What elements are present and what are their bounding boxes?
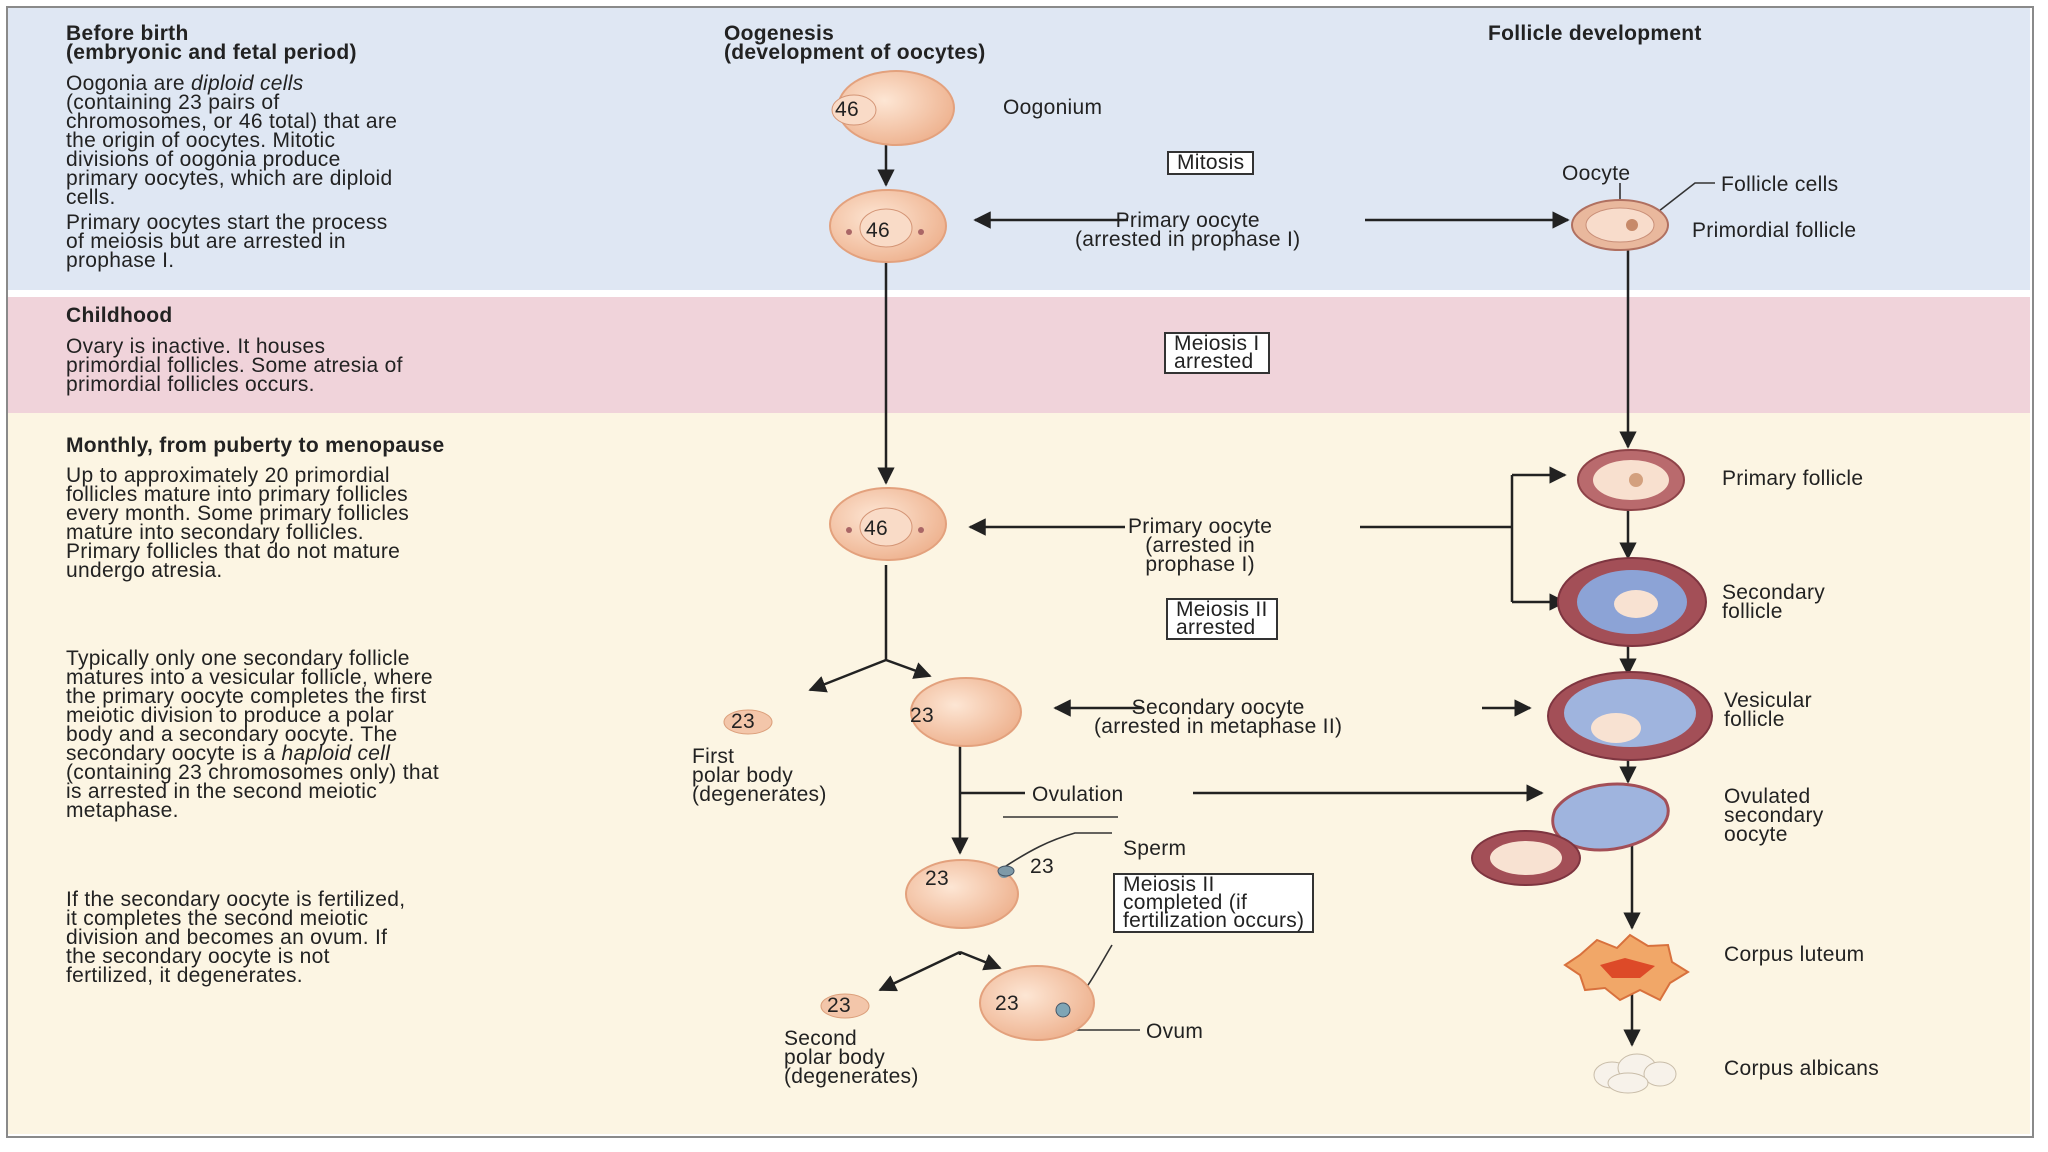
label-secondary-follicle: Secondary follicle: [1722, 581, 1826, 623]
label-primordial-follicle: Primordial follicle: [1692, 219, 1857, 242]
puberty-paragraph-1: Up to approximately 20 primordial follic…: [66, 464, 410, 582]
box-meiosis-1-arrested: Meiosis I arrested: [1164, 332, 1270, 374]
puberty-p2-text-b: (containing 23 chromosomes only) that is…: [66, 761, 439, 822]
heading-childhood: Childhood: [66, 304, 173, 327]
num-ovum: 23: [995, 992, 1019, 1015]
sperm-icon: [997, 865, 1015, 877]
childhood-paragraph: Ovary is inactive. It houses primordial …: [66, 335, 403, 396]
label-sperm: Sperm: [1123, 837, 1187, 860]
heading-puberty: Monthly, from puberty to menopause: [66, 434, 445, 457]
oogonium-cell: [831, 70, 955, 146]
secondary-oocyte-cell: [910, 677, 1022, 747]
label-corpus-albicans: Corpus albicans: [1724, 1057, 1880, 1080]
before-p1-text-b: (containing 23 pairs of chromosomes, or …: [66, 91, 398, 209]
label-corpus-luteum: Corpus luteum: [1724, 943, 1865, 966]
label-secondary-oocyte: Secondary oocyte (arrested in metaphase …: [1094, 696, 1343, 738]
label-primary-oocyte-2: Primary oocyte (arrested in prophase I): [1128, 515, 1273, 576]
corpus-albicans: [1593, 1053, 1677, 1094]
label-oocyte: Oocyte: [1562, 162, 1631, 185]
before-birth-paragraph-2: Primary oocytes start the process of mei…: [66, 211, 388, 272]
label-oogonium: Oogonium: [1003, 96, 1103, 119]
label-ovulated-oocyte: Ovulated secondary oocyte: [1724, 785, 1824, 846]
band-before-birth: [8, 8, 2030, 290]
corpus-luteum: [1563, 933, 1690, 1002]
secondary-follicle: [1557, 557, 1707, 647]
band-childhood: [8, 297, 2030, 413]
puberty-p2-em: haploid cell: [281, 742, 391, 765]
puberty-paragraph-3: If the secondary oocyte is fertilized, i…: [66, 888, 406, 987]
num-polar-2: 23: [827, 994, 851, 1017]
ovulated-follicle: [1471, 782, 1670, 886]
heading-follicle-development: Follicle development: [1488, 22, 1702, 45]
primordial-follicle: [1571, 199, 1669, 251]
before-birth-paragraph-1: Oogonia are diploid cells (containing 23…: [66, 72, 626, 209]
primary-follicle: [1577, 449, 1685, 511]
primary-oocyte-cell-2: [829, 487, 947, 561]
label-first-polar-body: First polar body (degenerates): [692, 745, 827, 806]
label-ovulation: Ovulation: [1032, 783, 1124, 806]
label-second-polar-body: Second polar body (degenerates): [784, 1027, 919, 1088]
box-meiosis-2-completed: Meiosis II completed (if fertilization o…: [1113, 873, 1315, 933]
ovum-cell: [979, 965, 1095, 1041]
label-primary-follicle: Primary follicle: [1722, 467, 1864, 490]
first-polar-body: [723, 709, 773, 735]
vesicular-follicle: [1547, 671, 1713, 761]
box-meiosis-2-arrested: Meiosis II arrested: [1166, 598, 1278, 640]
num-sperm: 23: [1030, 855, 1054, 878]
heading-oogenesis: Oogenesis (development of oocytes): [724, 22, 986, 64]
second-polar-body: [820, 993, 870, 1019]
num-primary-2: 46: [864, 517, 888, 540]
num-fertilized: 23: [925, 867, 949, 890]
puberty-p2-text-a: Typically only one secondary follicle ma…: [66, 647, 433, 765]
puberty-paragraph-2: Typically only one secondary follicle ma…: [66, 647, 666, 822]
primary-oocyte-cell-1: [829, 189, 947, 263]
num-primary-1: 46: [866, 219, 890, 242]
label-vesicular-follicle: Vesicular follicle: [1724, 689, 1812, 731]
num-oogonium: 46: [835, 98, 859, 121]
label-follicle-cells: Follicle cells: [1721, 173, 1839, 196]
heading-before-birth: Before birth (embryonic and fetal period…: [66, 22, 357, 64]
num-secondary: 23: [910, 704, 934, 727]
before-p1-text-a: Oogonia are: [66, 72, 192, 95]
box-mitosis: Mitosis: [1167, 151, 1255, 175]
num-polar-1: 23: [731, 710, 755, 733]
fertilized-cell: [905, 859, 1019, 929]
label-primary-oocyte-1: Primary oocyte (arrested in prophase I): [1075, 209, 1301, 251]
label-ovum: Ovum: [1146, 1020, 1204, 1043]
before-p1-em: diploid cells: [191, 72, 304, 95]
